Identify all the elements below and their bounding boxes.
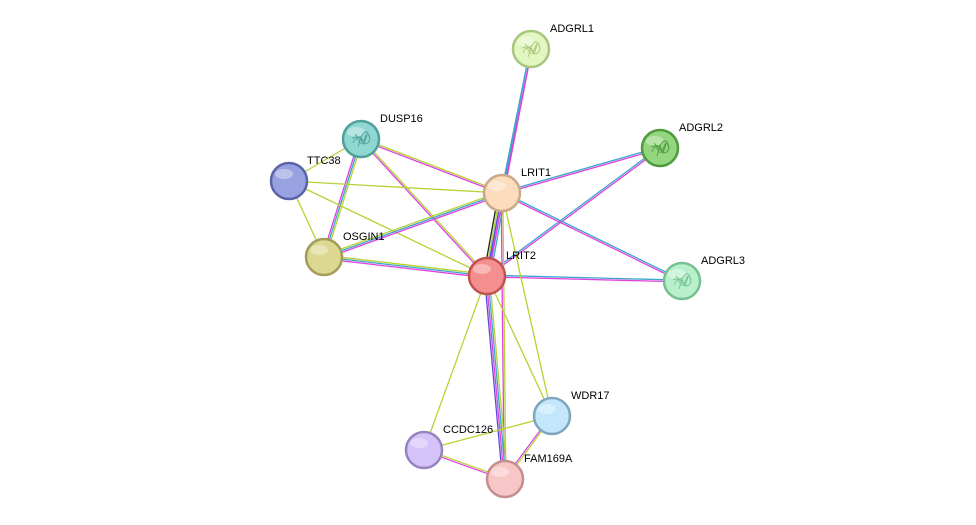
node-circle bbox=[482, 173, 522, 213]
node-fam169a[interactable]: FAM169A bbox=[485, 453, 573, 499]
edge-evidence-line bbox=[360, 137, 489, 277]
node-label: CCDC126 bbox=[443, 424, 493, 436]
node-ttc38[interactable]: TTC38 bbox=[269, 155, 341, 201]
node-label: OSGIN1 bbox=[343, 231, 385, 243]
node-adgrl3[interactable]: ADGRL3 bbox=[662, 255, 745, 301]
edge-dusp16-lrit2[interactable] bbox=[359, 137, 489, 278]
edge-evidence-line bbox=[501, 148, 661, 195]
node-circle bbox=[511, 29, 551, 69]
node-circle bbox=[485, 459, 525, 499]
edge-adgrl3-lrit1[interactable] bbox=[500, 191, 684, 283]
edge-dusp16-lrit1[interactable] bbox=[360, 137, 503, 195]
edge-evidence-line bbox=[288, 180, 503, 194]
edge-osgin1-lrit2[interactable] bbox=[323, 254, 488, 279]
edge-evidence-line bbox=[323, 193, 504, 260]
node-osgin1[interactable]: OSGIN1 bbox=[304, 231, 385, 277]
node-highlight bbox=[668, 269, 686, 279]
edge-evidence-line bbox=[485, 275, 505, 480]
protein-structure-icon bbox=[672, 273, 692, 290]
edge-evidence-line bbox=[359, 138, 488, 278]
edge-evidence-line bbox=[360, 137, 503, 193]
node-label: LRIT2 bbox=[506, 250, 536, 262]
edge-evidence-line bbox=[488, 275, 509, 480]
edge-ccdc126-wdr17[interactable] bbox=[423, 415, 553, 451]
edge-ttc38-lrit1[interactable] bbox=[288, 180, 503, 194]
edge-evidence-line bbox=[324, 138, 364, 259]
node-highlight bbox=[488, 181, 506, 191]
node-highlight bbox=[538, 404, 556, 414]
node-circle bbox=[662, 261, 702, 301]
node-highlight bbox=[491, 467, 509, 477]
protein-structure-icon bbox=[351, 131, 371, 148]
node-adgrl1[interactable]: ADGRL1 bbox=[511, 23, 594, 69]
edge-evidence-line bbox=[483, 275, 504, 480]
edge-evidence-line bbox=[323, 192, 503, 258]
edge-adgrl3-lrit2[interactable] bbox=[486, 274, 683, 283]
edge-ttc38-lrit2[interactable] bbox=[288, 180, 488, 277]
edge-evidence-line bbox=[486, 274, 683, 281]
node-highlight bbox=[410, 438, 428, 448]
node-label: DUSP16 bbox=[380, 113, 423, 125]
edge-evidence-line bbox=[500, 193, 683, 283]
node-highlight bbox=[646, 136, 664, 146]
edge-evidence-line bbox=[502, 192, 507, 480]
edge-lrit2-wdr17[interactable] bbox=[486, 275, 553, 417]
edge-evidence-line bbox=[323, 258, 488, 279]
node-label: WDR17 bbox=[571, 390, 610, 402]
node-dusp16[interactable]: DUSP16 bbox=[341, 113, 423, 159]
node-label: TTC38 bbox=[307, 155, 341, 167]
node-circle bbox=[467, 256, 507, 296]
edge-evidence-line bbox=[423, 415, 553, 451]
edge-evidence-line bbox=[501, 192, 553, 417]
node-label: ADGRL2 bbox=[679, 122, 723, 134]
edge-evidence-line bbox=[323, 254, 488, 275]
edge-evidence-line bbox=[423, 275, 488, 451]
node-ccdc126[interactable]: CCDC126 bbox=[404, 424, 493, 470]
edge-evidence-line bbox=[321, 137, 361, 258]
node-circle bbox=[404, 430, 444, 470]
protein-structure-icon bbox=[650, 140, 670, 157]
edge-evidence-line bbox=[288, 180, 488, 277]
edge-lrit1-wdr17[interactable] bbox=[501, 192, 553, 417]
node-wdr17[interactable]: WDR17 bbox=[532, 390, 610, 436]
node-circle bbox=[640, 128, 680, 168]
edge-lrit2-ccdc126[interactable] bbox=[423, 275, 488, 451]
node-label: ADGRL1 bbox=[550, 23, 594, 35]
edge-adgrl2-lrit1[interactable] bbox=[501, 146, 661, 195]
node-circle bbox=[532, 396, 572, 436]
edge-dusp16-osgin1[interactable] bbox=[321, 137, 364, 259]
node-label: LRIT1 bbox=[521, 167, 551, 179]
edge-evidence-line bbox=[501, 191, 684, 281]
edge-evidence-line bbox=[487, 275, 507, 480]
edge-evidence-line bbox=[323, 256, 488, 277]
edge-osgin1-lrit1[interactable] bbox=[322, 190, 504, 260]
node-circle bbox=[269, 161, 309, 201]
node-highlight bbox=[473, 264, 491, 274]
node-lrit1[interactable]: LRIT1 bbox=[482, 167, 551, 213]
protein-structure-icon bbox=[521, 41, 541, 58]
node-highlight bbox=[517, 37, 535, 47]
edge-evidence-line bbox=[322, 190, 503, 257]
edge-evidence-line bbox=[323, 138, 362, 258]
edge-evidence-line bbox=[486, 276, 683, 283]
node-highlight bbox=[275, 169, 293, 179]
edge-lrit2-fam169a[interactable] bbox=[483, 275, 509, 480]
node-adgrl2[interactable]: ADGRL2 bbox=[640, 122, 723, 168]
edge-evidence-line bbox=[501, 146, 661, 193]
node-label: ADGRL3 bbox=[701, 255, 745, 267]
node-highlight bbox=[347, 127, 365, 137]
edge-evidence-line bbox=[360, 139, 503, 195]
node-highlight bbox=[310, 245, 328, 255]
node-label: FAM169A bbox=[524, 453, 573, 465]
edge-evidence-line bbox=[486, 275, 553, 417]
node-circle bbox=[304, 237, 344, 277]
node-circle bbox=[341, 119, 381, 159]
node-lrit2[interactable]: LRIT2 bbox=[467, 250, 536, 296]
